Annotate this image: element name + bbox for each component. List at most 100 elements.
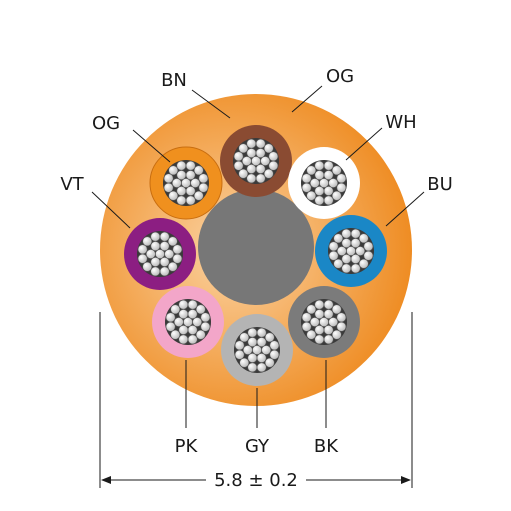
conductor-strand — [246, 164, 257, 174]
leader-bn — [191, 89, 231, 119]
conductor-strand — [178, 309, 189, 319]
dimension-annotation: 5.8 ± 0.2 — [99, 312, 413, 491]
conductor-strand — [193, 190, 204, 201]
leader-vt — [91, 191, 131, 229]
conductor-strand — [341, 263, 352, 274]
conductor-strand — [176, 195, 187, 206]
conductor-strand — [238, 168, 249, 179]
conductor-strand — [336, 312, 347, 323]
label-wh: WH — [385, 112, 416, 133]
conductor-strand — [187, 299, 198, 310]
conductor-strand — [172, 244, 183, 255]
conductor-strand — [255, 164, 266, 174]
conductor-strand — [323, 299, 334, 310]
conductor-strand — [155, 249, 165, 259]
conductor-strand — [183, 317, 193, 327]
conductor-strand — [195, 329, 206, 340]
conductor-strand — [241, 156, 252, 166]
conductor-strand — [301, 173, 312, 184]
conductor-strand — [264, 332, 275, 343]
conductor-strand — [323, 195, 334, 206]
conductor-strand — [247, 327, 258, 338]
core-og — [149, 146, 223, 220]
conductor-strand — [164, 249, 175, 259]
conductor-strand — [314, 186, 325, 196]
conductor-strand — [187, 334, 198, 345]
conductor-strand — [234, 349, 245, 360]
conductor-strand — [163, 182, 174, 193]
conductor-strand — [181, 178, 191, 188]
conductor-strand — [256, 337, 267, 347]
conductor-strand — [165, 312, 176, 323]
conductor-strand — [247, 362, 258, 373]
conductor-strand — [263, 143, 274, 154]
conductor-strand — [234, 340, 245, 351]
conductor-strand — [256, 362, 267, 373]
conductor-strand — [350, 238, 361, 248]
conductor-strand — [150, 266, 161, 277]
dimension-text: 5.8 ± 0.2 — [214, 470, 298, 491]
conductor-strand — [168, 165, 179, 176]
conductor-strand — [178, 334, 189, 345]
conductor-strand — [238, 143, 249, 154]
conductor-strand — [168, 190, 179, 201]
conductor-strand — [185, 170, 196, 180]
leader-lines — [91, 85, 425, 428]
conductor-strand — [328, 250, 339, 261]
conductor-strand — [336, 182, 347, 193]
conductor-strand — [255, 148, 266, 158]
conductor-strand — [350, 263, 361, 274]
conductor-strand — [323, 325, 334, 335]
conductor-strand — [137, 253, 148, 264]
conductor-strand — [246, 148, 257, 158]
conductor-strand — [176, 160, 187, 171]
conductor-strand — [350, 254, 361, 264]
conductor-strand — [239, 332, 250, 343]
conductor-strand — [301, 321, 312, 332]
conductor-strand — [246, 138, 257, 149]
conductor-strand — [171, 178, 182, 188]
conductor-strand — [142, 261, 153, 272]
conductor-strand — [309, 317, 320, 327]
conductor-strand — [314, 195, 325, 206]
conductor-strand — [306, 190, 317, 201]
conductor-strand — [176, 170, 187, 180]
conductor-strand — [246, 173, 257, 184]
conductor-strand — [314, 309, 325, 319]
conductor-strand — [239, 357, 250, 368]
conductor-strand — [137, 244, 148, 255]
conductor-strand — [260, 156, 271, 166]
leader-bu — [385, 191, 425, 227]
center-filler — [198, 189, 314, 305]
core-bk — [288, 286, 360, 358]
conductor-strand — [256, 353, 267, 363]
conductor-strand — [268, 160, 279, 171]
conductor-strand — [247, 337, 258, 347]
conductor-strand — [165, 321, 176, 332]
conductor-strand — [178, 299, 189, 310]
label-og-left: OG — [92, 113, 120, 134]
conductor-strand — [247, 353, 258, 363]
conductor-strand — [187, 325, 198, 335]
label-vt: VT — [60, 174, 84, 195]
conductor-strand — [314, 334, 325, 345]
conductor-strand — [200, 321, 211, 332]
conductor-strand — [263, 168, 274, 179]
core-gy — [221, 314, 293, 386]
conductor-strand — [268, 151, 279, 162]
label-pk: PK — [175, 436, 199, 457]
conductor-strand — [198, 173, 209, 184]
core-vt — [124, 218, 196, 290]
conductor-strand — [190, 178, 201, 188]
conductor-strand — [170, 329, 181, 340]
label-bu: BU — [427, 174, 453, 195]
dimension-arrow-left — [101, 476, 111, 484]
conductor-strand — [252, 345, 262, 355]
conductor-strand — [145, 249, 156, 259]
conductor-strand — [233, 151, 244, 162]
conductor-strand — [346, 246, 356, 256]
leader-og-left — [132, 129, 171, 163]
core-wh — [288, 147, 360, 219]
conductor-strand — [163, 173, 174, 184]
conductor-strand — [328, 178, 339, 188]
